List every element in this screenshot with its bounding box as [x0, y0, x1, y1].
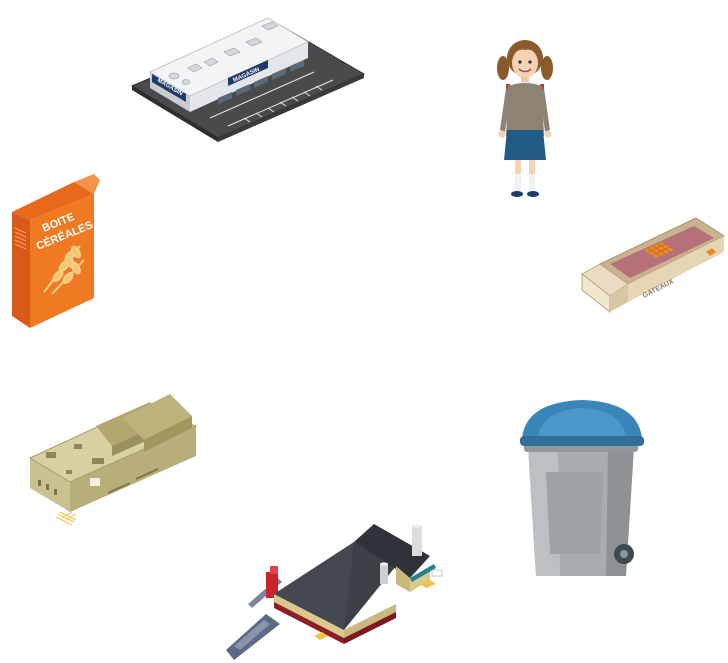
cake-box-illustration: GATEAUX — [578, 212, 726, 322]
cereal-box-illustration: BOITE CÉRÉALES — [6, 168, 102, 330]
factory-illustration — [26, 386, 200, 530]
waffle-icon — [644, 242, 674, 258]
wheat-icon — [43, 245, 85, 295]
student-illustration — [494, 36, 556, 198]
store-illustration: MAGASIN MAGASIN — [128, 8, 366, 148]
recycling-plant-illustration — [224, 518, 452, 660]
trash-bin-illustration — [518, 398, 646, 588]
